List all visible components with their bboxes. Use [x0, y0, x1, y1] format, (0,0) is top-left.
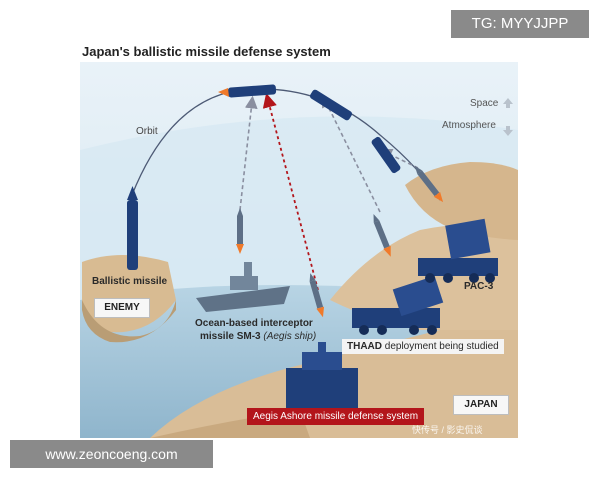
atmosphere-arrow-icon — [503, 126, 513, 136]
aegis-ashore-label: Aegis Ashore missile defense system — [247, 408, 425, 425]
url-watermark: www.zeoncoeng.com — [10, 440, 213, 468]
aegis-ship-label: (Aegis ship) — [263, 331, 317, 342]
tg-watermark: TG: MYYJJPP — [451, 10, 589, 38]
thaad-label: THAAD deployment being studied — [342, 339, 504, 354]
source-watermark: 快传号 / 影史侃谈 — [412, 425, 483, 435]
atmosphere-label: Atmosphere — [442, 120, 496, 131]
sm3-label: missile SM-3 — [200, 331, 264, 342]
aegis-ashore-interceptor-icon — [309, 273, 325, 318]
ballistic-missile-icon — [127, 186, 138, 270]
orbit-label: Orbit — [136, 126, 158, 137]
thaad-launcher-icon — [352, 275, 444, 335]
space-label: Space — [470, 98, 499, 109]
pac3-launcher-icon — [418, 218, 498, 283]
orbit-warhead-icon — [218, 84, 277, 98]
pac3-interceptor-icon — [414, 165, 444, 203]
ocean-interceptor-label-line2: missile SM-3 (Aegis ship) — [200, 331, 316, 342]
reentry-segment-icon — [371, 136, 401, 174]
orbit-arc — [131, 88, 441, 201]
aegis-ship-icon — [196, 262, 290, 312]
ocean-interceptor-label-line1: Ocean-based interceptor — [195, 318, 313, 329]
pac3-label: PAC-3 — [464, 281, 494, 292]
japan-badge: JAPAN — [453, 395, 509, 415]
thaad-name: THAAD — [347, 341, 382, 352]
aegis-ashore-facility-icon — [286, 342, 358, 408]
space-arrow-icon — [503, 98, 513, 108]
aegis-ashore-trail — [262, 93, 319, 291]
orbit-segment-icon — [309, 89, 353, 121]
diagram-title: Japan's ballistic missile defense system — [82, 44, 331, 59]
sm3-interceptor-icon — [236, 208, 244, 254]
enemy-badge: ENEMY — [94, 298, 150, 318]
thaad-status: deployment being studied — [382, 341, 499, 352]
ballistic-missile-label: Ballistic missile — [92, 276, 168, 287]
thaad-interceptor-icon — [373, 214, 391, 257]
